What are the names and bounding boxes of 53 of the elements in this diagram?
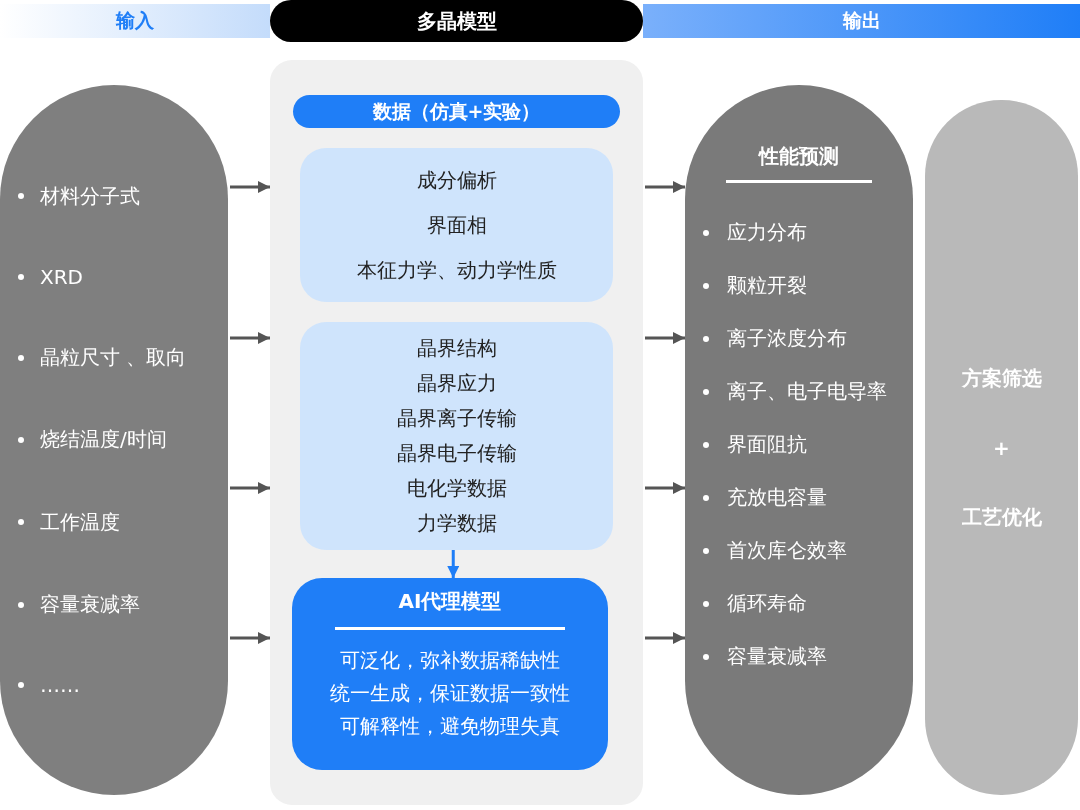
data-box [300, 148, 613, 302]
box-heading: AI代理模型 [335, 588, 565, 630]
box-text: 晶界电子传输 [396, 440, 517, 467]
panel-text: 方案筛选 [961, 364, 1042, 392]
list-item: 离子浓度分布 [727, 325, 847, 352]
section-pill [293, 95, 620, 128]
arrow [645, 332, 685, 344]
arrow [230, 482, 270, 494]
data-box [300, 322, 613, 550]
title-pill [270, 0, 643, 42]
arrow [645, 632, 685, 644]
box-text: 可解释性，避免物理失真 [340, 713, 560, 740]
box-text: 电化学数据 [406, 475, 507, 502]
header-label: 输入 [116, 8, 154, 33]
model-panel [270, 60, 643, 805]
box-text: 可泛化，弥补数据稀缺性 [340, 647, 560, 674]
list-item: 容量衰减率 [727, 643, 827, 670]
list-item: 烧结温度/时间 [40, 426, 167, 454]
header-label: 多晶模型 [416, 7, 497, 35]
list-item: 循环寿命 [727, 590, 807, 617]
arrow [447, 550, 460, 578]
list-item: 离子、电子电导率 [727, 378, 887, 405]
box-text: 本征力学、动力学性质 [356, 256, 557, 284]
list-item: XRD [40, 264, 83, 289]
panel-text: + [993, 435, 1010, 460]
list-item: 容量衰减率 [40, 591, 140, 619]
list-item: …… [40, 673, 80, 698]
box-text: 力学数据 [416, 510, 497, 537]
box-text: 成分偏析 [416, 166, 497, 194]
list-item: 材料分子式 [40, 182, 140, 210]
panel-text: 工艺优化 [961, 503, 1042, 531]
list-item: 晶粒尺寸 、取向 [40, 344, 187, 372]
list-item: 界面阻抗 [727, 431, 807, 458]
list-item: 工作温度 [40, 508, 120, 536]
box-text: 晶界离子传输 [396, 405, 517, 432]
section-header [643, 4, 1080, 38]
list-item: 颗粒开裂 [727, 272, 807, 299]
list-item: 应力分布 [727, 219, 807, 246]
arrow [645, 482, 685, 494]
box-text: 晶界应力 [416, 370, 497, 397]
arrow [230, 632, 270, 644]
arrow [645, 181, 685, 193]
model-box [292, 578, 608, 770]
list-item: 首次库仑效率 [727, 537, 847, 564]
header-label: 输出 [842, 8, 881, 33]
box-text: 晶界结构 [416, 335, 497, 362]
box-text: 界面相 [426, 211, 487, 239]
box-text: 统一生成，保证数据一致性 [330, 680, 570, 707]
list-item: 充放电容量 [727, 484, 827, 511]
arrow [230, 181, 270, 193]
box-text: 数据（仿真+实验） [372, 98, 541, 124]
panel-heading: 性能预测 [726, 143, 872, 183]
arrow [230, 332, 270, 344]
